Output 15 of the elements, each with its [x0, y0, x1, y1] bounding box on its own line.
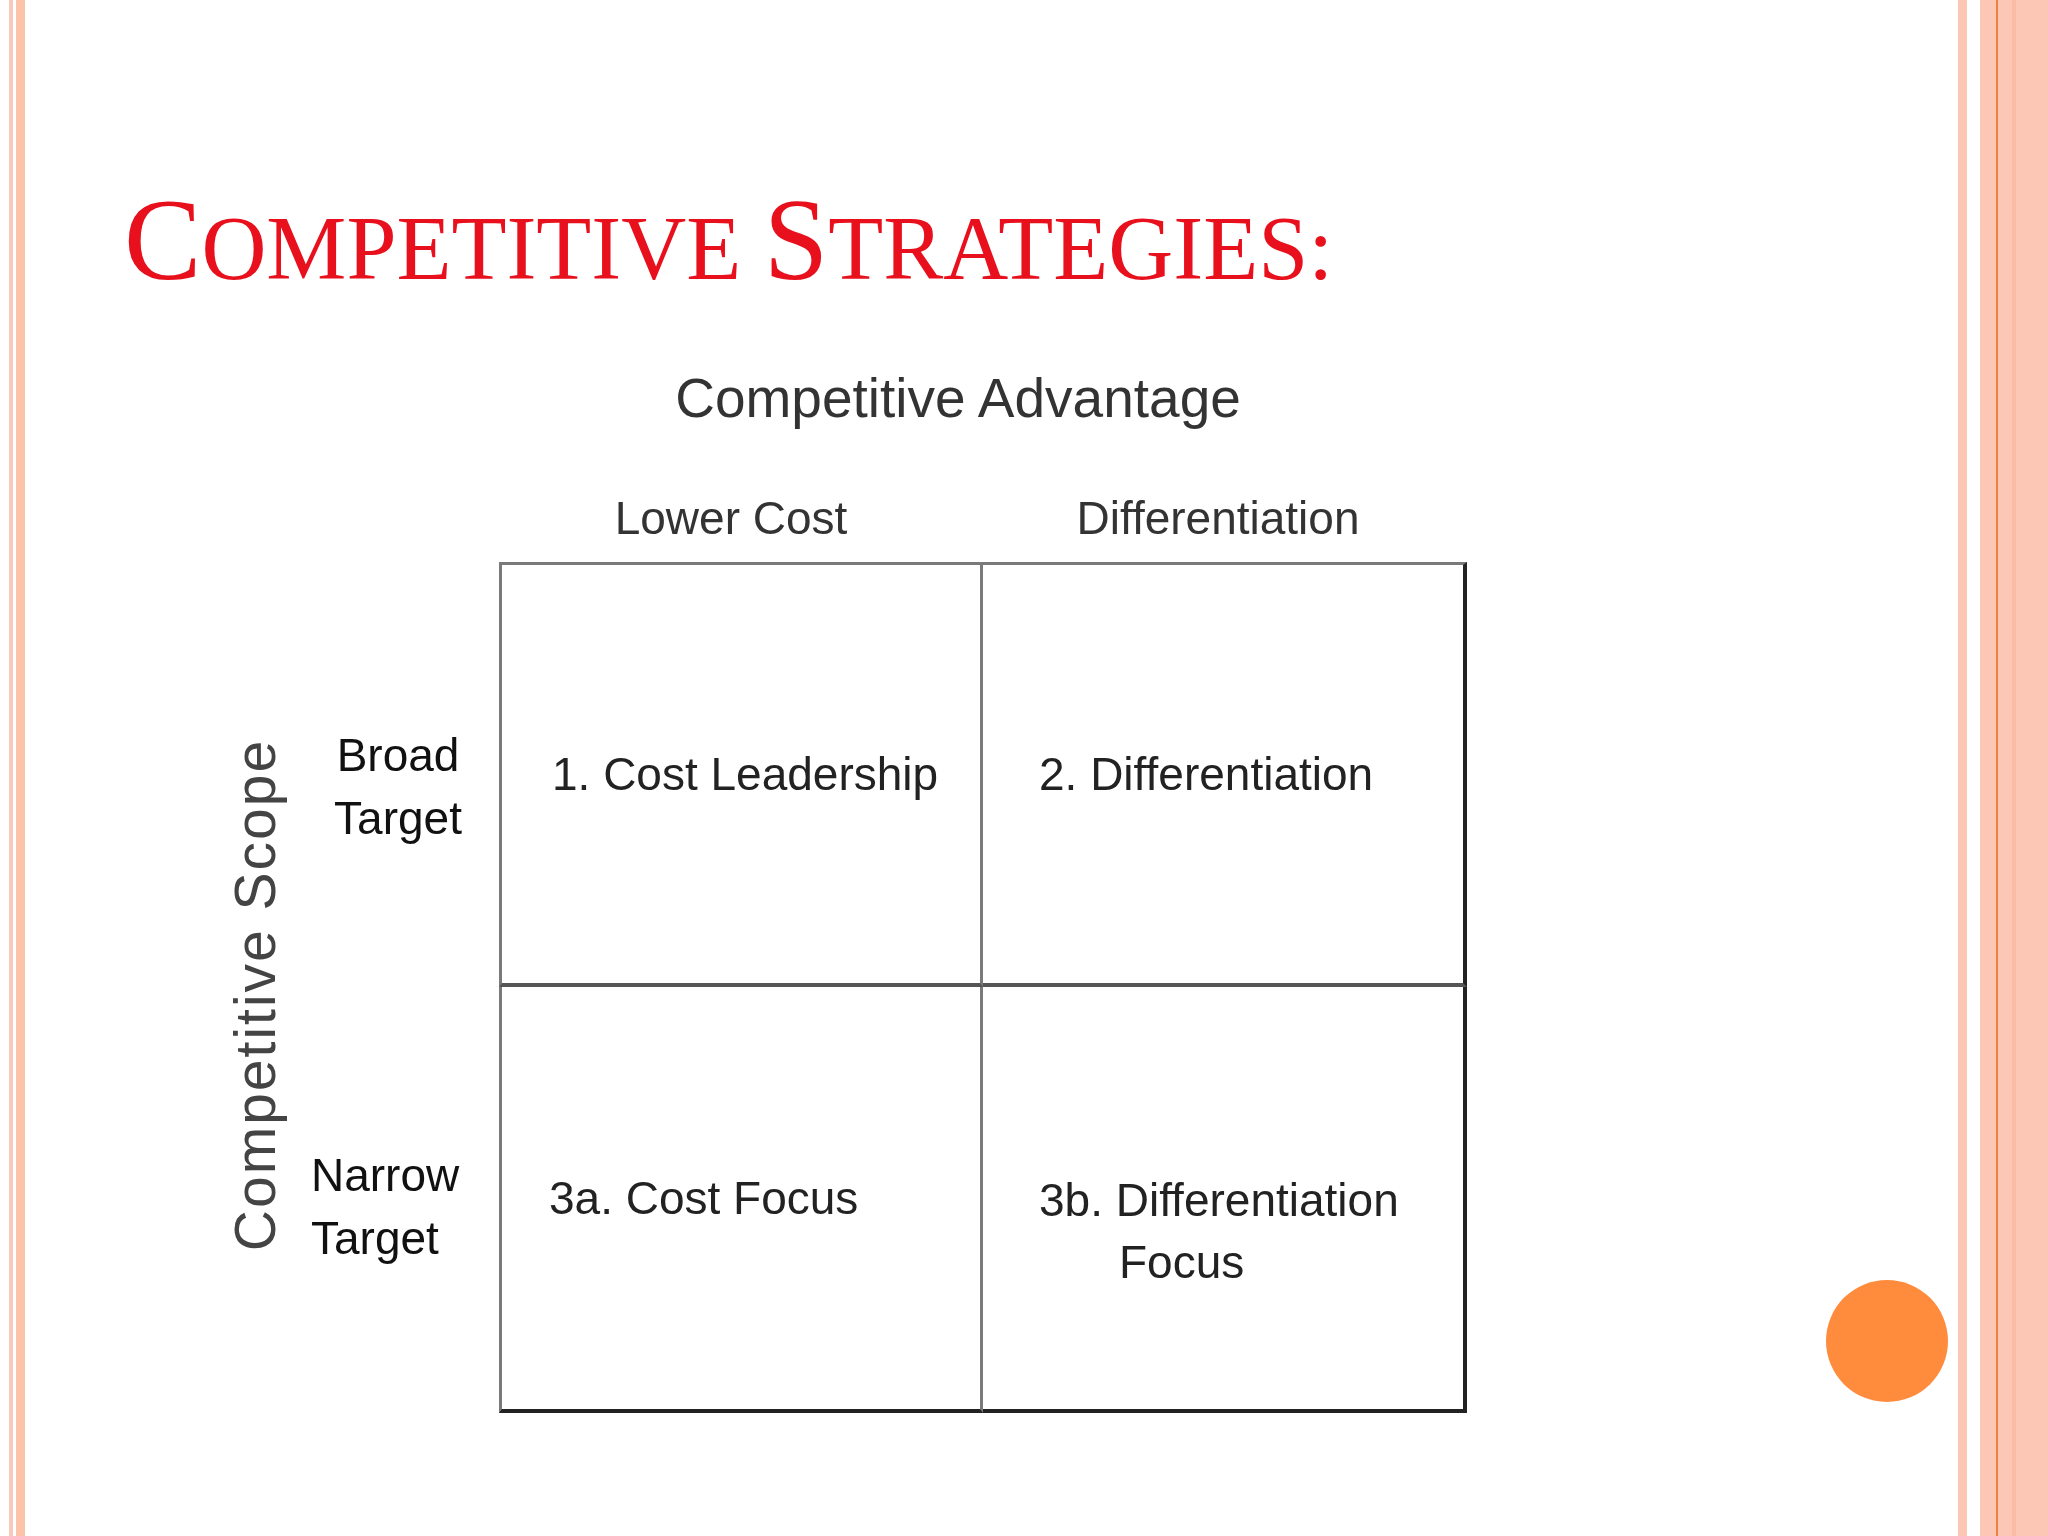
- row-header: Broad Target: [334, 728, 462, 846]
- axis-title: Competitive Scope: [223, 738, 287, 1252]
- strategy-label: 1. Cost Leadership: [552, 747, 939, 802]
- strategy-label: 3a. Cost Focus: [549, 1171, 859, 1226]
- matrix-cell: [983, 562, 1467, 987]
- matrix-cell: [499, 562, 983, 987]
- column-header: Differentiation: [1076, 490, 1360, 546]
- strategy-label: 2. Differentiation: [1039, 747, 1374, 802]
- strategy-label: 3b. Differentiation Focus: [1039, 1173, 1400, 1290]
- row-header: Narrow Target: [311, 1148, 460, 1266]
- matrix-cell: [499, 987, 983, 1413]
- matrix-cell: [983, 987, 1467, 1413]
- column-header: Lower Cost: [614, 490, 848, 546]
- slide-title: COMPETITIVE STRATEGIES:: [124, 182, 1334, 298]
- axis-title: Competitive Advantage: [675, 366, 1241, 430]
